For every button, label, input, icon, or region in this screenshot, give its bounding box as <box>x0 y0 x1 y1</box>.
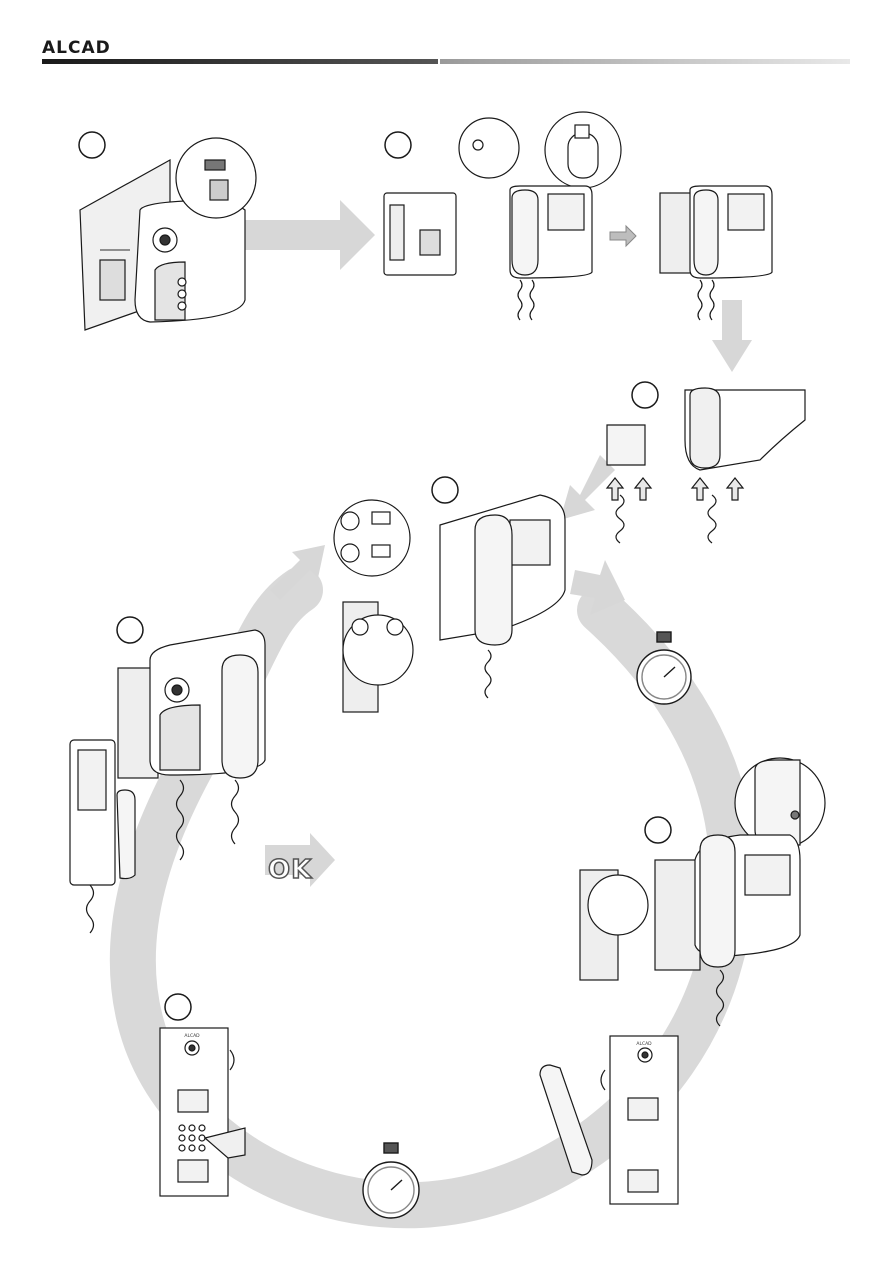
step2-monitor <box>510 186 592 320</box>
step2-assembled <box>660 186 772 320</box>
arrow-down-to-step3 <box>712 300 752 372</box>
step-marker-4 <box>432 477 458 503</box>
stopwatch-icon-2 <box>363 1143 419 1218</box>
step-marker-3 <box>632 382 658 408</box>
step3-cable-connect <box>607 388 805 543</box>
ok-label: OK <box>268 855 312 885</box>
step4-switch-settings <box>334 495 565 712</box>
panel-logo-right: ALCAD <box>636 1041 652 1047</box>
step-marker-6 <box>645 817 671 843</box>
panel-logo-left: ALCAD <box>184 1033 200 1039</box>
arrow-small-right <box>610 226 636 246</box>
step-marker-2 <box>385 132 411 158</box>
step-marker-7 <box>165 994 191 1020</box>
step-marker-1 <box>79 132 105 158</box>
step1-monitor-mount <box>80 138 256 330</box>
arrow-step1-to-2 <box>245 200 375 270</box>
step-marker-5 <box>117 617 143 643</box>
